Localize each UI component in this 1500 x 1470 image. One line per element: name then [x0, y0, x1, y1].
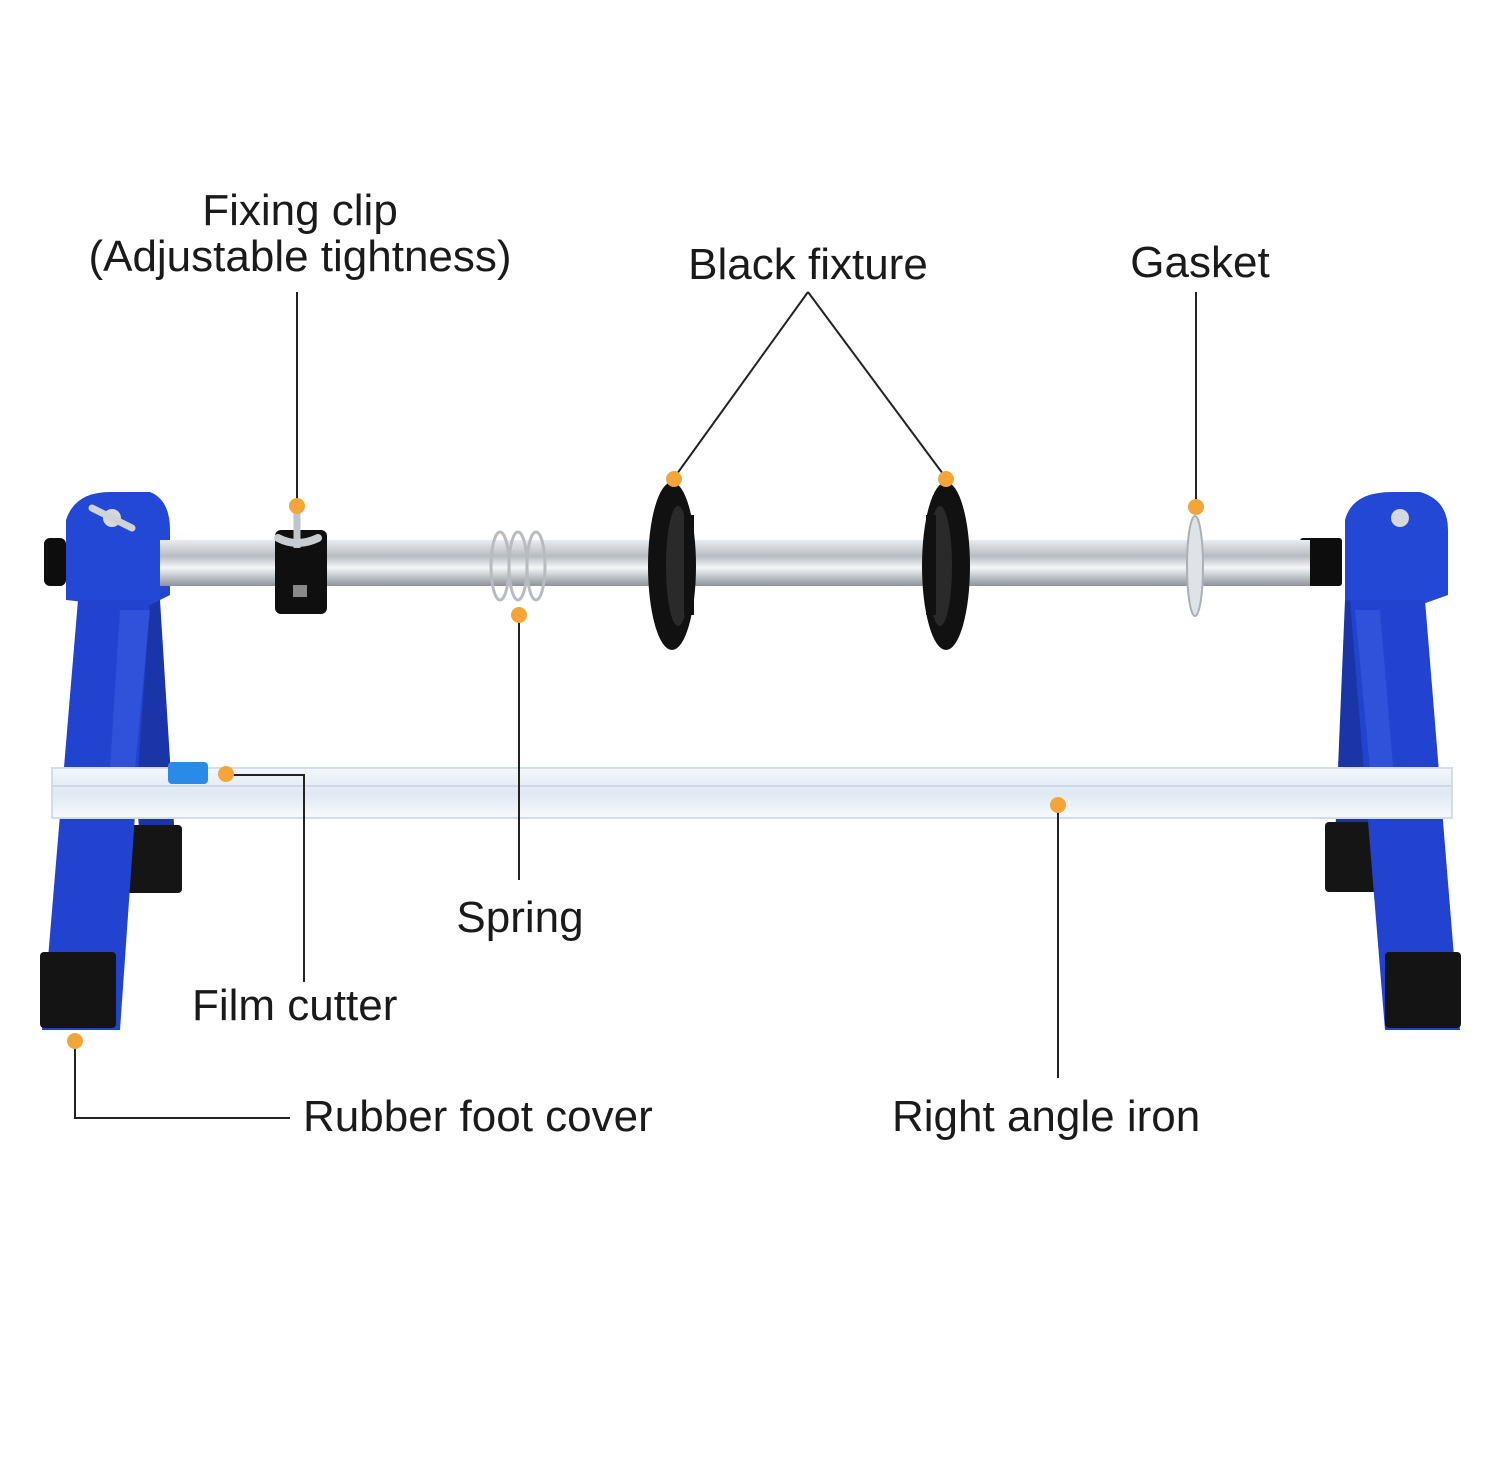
label-fixing-clip: Fixing clip (Adjustable tightness)	[50, 188, 550, 280]
black-fixture-right	[922, 482, 970, 650]
black-fixture-left	[648, 482, 696, 650]
label-black-fixture: Black fixture	[658, 242, 958, 288]
rubber-foot-front-left	[40, 952, 116, 1028]
dot-gasket	[1188, 499, 1204, 515]
label-fixing-clip-line1: Fixing clip	[50, 188, 550, 234]
label-gasket: Gasket	[1100, 240, 1300, 286]
label-spring: Spring	[420, 895, 620, 941]
label-film-cutter: Film cutter	[192, 983, 397, 1029]
label-rubber-foot-cover: Rubber foot cover	[303, 1094, 653, 1140]
label-fixing-clip-line2: (Adjustable tightness)	[50, 234, 550, 280]
rubber-foot-front-right	[1385, 952, 1461, 1028]
label-right-angle-iron: Right angle iron	[892, 1094, 1200, 1140]
right-angle-iron	[52, 762, 1452, 818]
dot-spring	[511, 607, 527, 623]
dot-right-angle-iron	[1050, 797, 1066, 813]
fixing-clip	[275, 512, 327, 614]
dot-rubber-foot-cover	[67, 1033, 83, 1049]
dot-film-cutter	[218, 766, 234, 782]
film-cutter	[168, 762, 208, 784]
dot-black-fixture-right	[938, 471, 954, 487]
main-rod	[160, 540, 1310, 586]
dot-black-fixture-left	[666, 471, 682, 487]
gasket	[1187, 516, 1203, 616]
dot-fixing-clip	[289, 498, 305, 514]
right-frame	[1300, 492, 1461, 1030]
